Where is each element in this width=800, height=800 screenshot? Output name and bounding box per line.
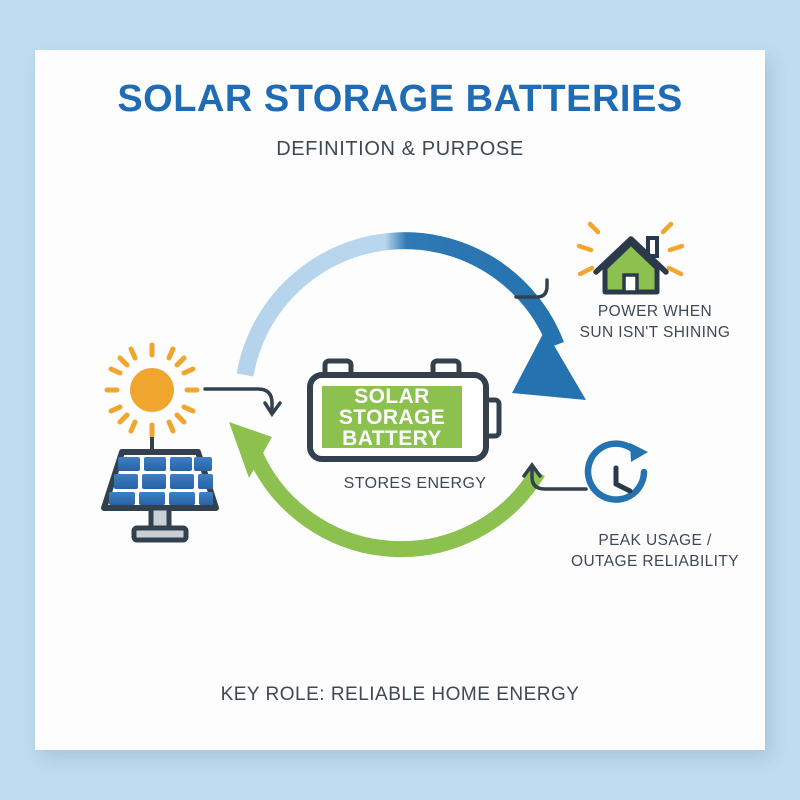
connector-battery-to-house	[514, 278, 549, 299]
battery-icon: SOLAR STORAGE BATTERY	[307, 358, 502, 462]
page-title: SOLAR STORAGE BATTERIES	[117, 78, 683, 120]
battery-label-line1: SOLAR	[354, 385, 430, 408]
footer-text: KEY ROLE: RELIABLE HOME ENERGY	[220, 684, 580, 705]
house-caption-line1: POWER WHEN	[597, 303, 713, 320]
clock-caption-line2: OUTAGE RELIABILITY	[571, 553, 739, 570]
connector-sun-to-battery	[203, 387, 282, 418]
page-subtitle: DEFINITION & PURPOSE	[276, 138, 524, 160]
solar-panel-icon	[101, 449, 219, 543]
battery-label-line3: BATTERY	[342, 427, 442, 450]
connector-clock-to-battery	[522, 462, 588, 491]
clock-caption-line1: PEAK USAGE /	[598, 532, 712, 549]
clock-refresh-icon	[584, 440, 648, 503]
clock-caption: PEAK USAGE / OUTAGE RELIABILITY	[530, 530, 780, 572]
house-caption: POWER WHEN SUN ISN'T SHINING	[535, 301, 775, 343]
charge-to-home-arc	[236, 232, 586, 400]
sun-icon	[104, 342, 200, 451]
battery-caption: STORES ENERGY	[343, 475, 487, 492]
battery-label-line2: STORAGE	[339, 406, 445, 429]
house-caption-line2: SUN ISN'T SHINING	[579, 324, 731, 341]
house-icon	[576, 221, 685, 295]
return-to-solar-arc	[229, 422, 545, 558]
